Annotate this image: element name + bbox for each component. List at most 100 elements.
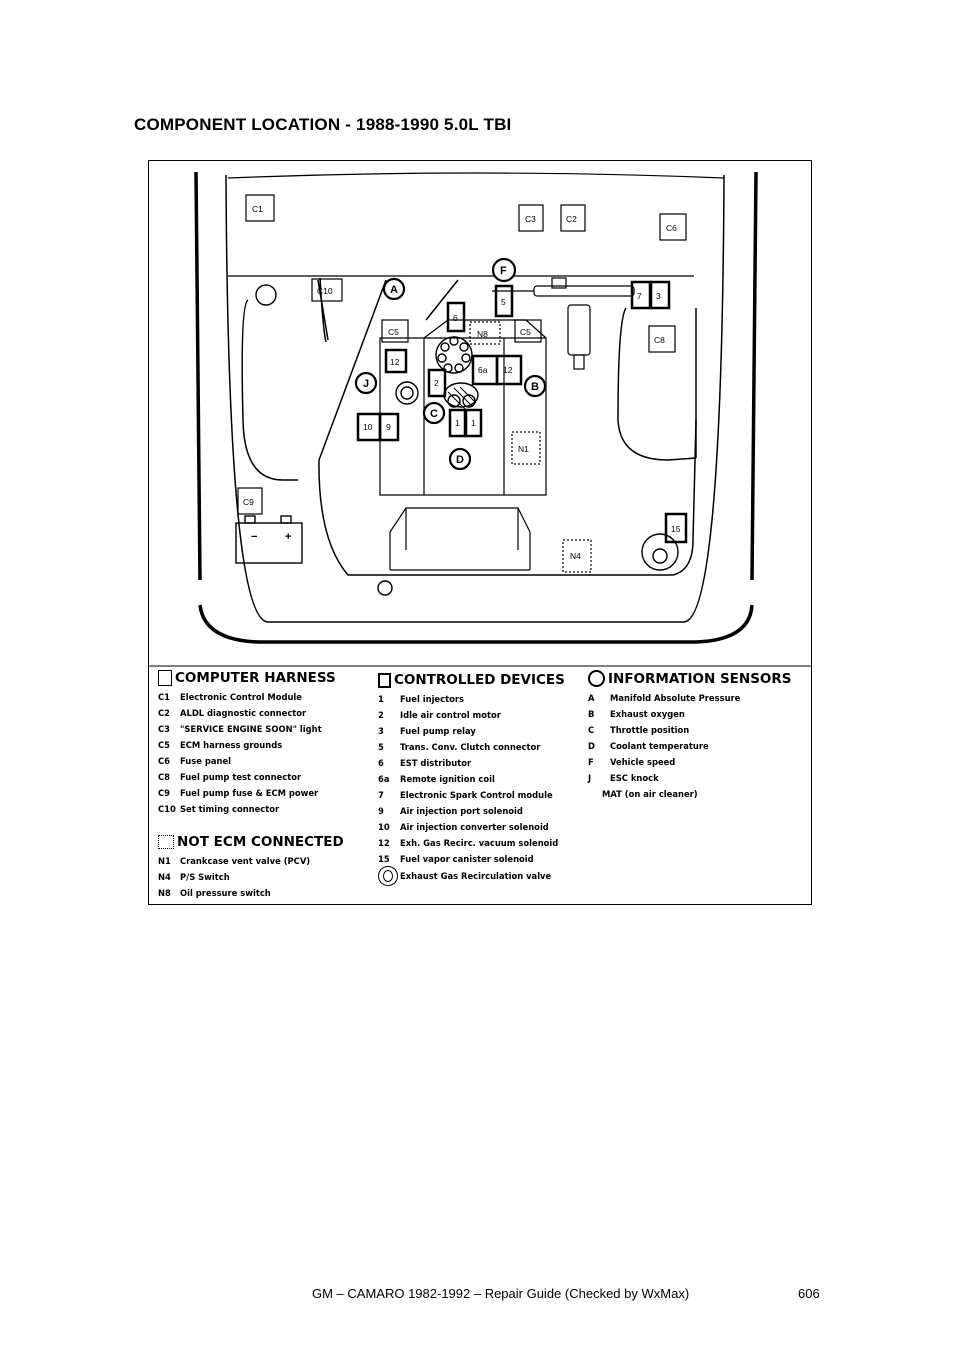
label-sensor-c: C: [430, 408, 438, 420]
label-d7: 7: [637, 291, 642, 301]
label-d12-left: 12: [390, 357, 400, 367]
legend-item: C3"SERVICE ENGINE SOON" light: [158, 724, 322, 734]
label-d3: 3: [656, 291, 661, 301]
page-title: COMPONENT LOCATION - 1988-1990 5.0L TBI: [134, 115, 512, 134]
battery-plus-sign: +: [285, 531, 291, 543]
label-d1-right: 1: [471, 418, 476, 428]
label-d15: 15: [671, 524, 681, 534]
label-c3: C3: [525, 214, 536, 224]
label-sensor-b: B: [531, 381, 539, 393]
label-c5-right: C5: [520, 327, 531, 337]
not-ecm-boxes: [469, 321, 592, 573]
diagram-labels: C1 C3 C2 C6 C10 C5 C5 C8 C9 N8 N1 N4 6 5…: [243, 204, 681, 561]
label-n1: N1: [518, 444, 529, 454]
device-boxes: [356, 280, 688, 544]
sensor-circles: [354, 257, 547, 471]
lower-hose-fitting: [377, 580, 393, 596]
legend-egr-valve: Exhaust Gas Recirculation valve: [378, 866, 551, 886]
label-c6: C6: [666, 223, 677, 233]
canister: [641, 533, 679, 571]
battery: − +: [235, 515, 303, 564]
sensor-circle-icon: [588, 670, 605, 687]
label-sensor-d: D: [456, 454, 464, 466]
radiator-shroud: [389, 507, 531, 571]
label-c10: C10: [317, 286, 333, 296]
label-c8: C8: [654, 335, 665, 345]
engine-bay-diagram: − +: [148, 160, 812, 905]
component-location-figure: − +: [148, 160, 812, 905]
footer-guide-title: GM – CAMARO 1982-1992 – Repair Guide (Ch…: [312, 1286, 690, 1301]
legend-item: MAT (on air cleaner): [602, 789, 698, 799]
reservoir-cap: [255, 284, 277, 306]
label-d12-right: 12: [503, 365, 513, 375]
throttle-body: [443, 382, 479, 411]
label-sensor-j: J: [363, 378, 369, 390]
egr-valve-icon: [378, 866, 398, 886]
label-d10: 10: [363, 422, 373, 432]
legend-heading: COMPUTER HARNESS: [158, 670, 336, 686]
label-c5-left: C5: [388, 327, 399, 337]
label-d6: 6: [453, 313, 458, 323]
legend-heading: CONTROLLED DEVICES: [378, 672, 565, 688]
label-n8: N8: [477, 329, 488, 339]
engine-bay-outline: [194, 171, 758, 644]
legend-heading: INFORMATION SENSORS: [588, 670, 792, 687]
label-sensor-f: F: [500, 265, 507, 277]
page-number: 606: [798, 1286, 820, 1301]
label-d1-left: 1: [455, 418, 460, 428]
label-c1: C1: [252, 204, 263, 214]
label-n4: N4: [570, 551, 581, 561]
distributor: [435, 336, 473, 374]
battery-minus-sign: −: [251, 531, 257, 543]
harness-boxes: [237, 194, 687, 515]
egr-valve-shape: [395, 381, 419, 405]
dotted-square-icon: [158, 835, 174, 849]
label-sensor-a: A: [390, 284, 398, 296]
label-d6a: 6a: [478, 365, 488, 375]
device-square-icon: [378, 672, 391, 688]
harness-square-icon: [158, 670, 172, 686]
label-d9: 9: [386, 422, 391, 432]
label-c2: C2: [566, 214, 577, 224]
label-c9: C9: [243, 497, 254, 507]
label-d5: 5: [501, 297, 506, 307]
legend-heading: NOT ECM CONNECTED: [158, 834, 344, 850]
figure-border: [148, 160, 812, 905]
label-d2: 2: [434, 378, 439, 388]
